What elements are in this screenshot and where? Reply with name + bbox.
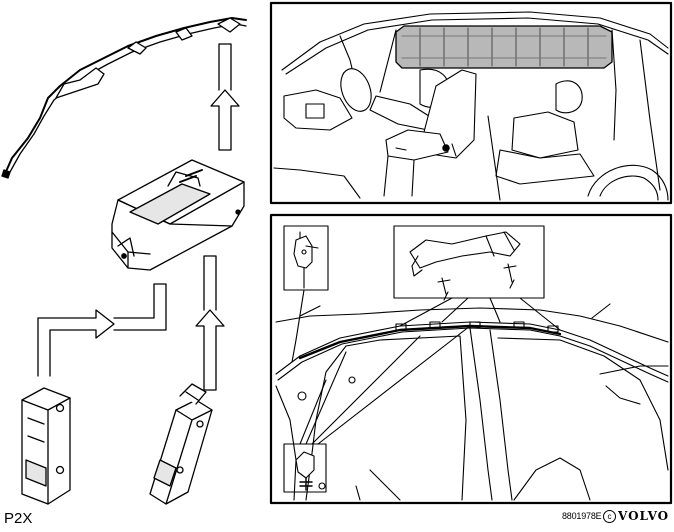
arrow-up-curtain xyxy=(210,89,240,151)
body-structure-drawing xyxy=(275,303,669,501)
callout-bolt xyxy=(283,325,471,493)
reference-number: 8801978E xyxy=(562,511,602,521)
roof-rail-curtain xyxy=(275,321,669,377)
panel-interior-view xyxy=(269,1,673,205)
curtain-airbag-deployed xyxy=(395,25,613,69)
inflatable-curtain-part xyxy=(1,17,247,179)
crash-sensor-right xyxy=(149,383,213,505)
callout-connector xyxy=(283,225,329,363)
crash-sensor-left xyxy=(21,387,71,505)
airbag-control-module xyxy=(111,159,245,271)
panel-installation-view xyxy=(269,213,673,505)
arrow-line-curtain xyxy=(218,43,232,91)
car-interior-drawing xyxy=(273,11,669,201)
copyright-mark: c xyxy=(603,510,616,523)
connector-line-left xyxy=(113,283,167,331)
volvo-logo: VOLVO xyxy=(618,509,670,523)
callout-clip-bolts xyxy=(393,225,561,331)
model-label: P2X xyxy=(4,510,33,527)
arrow-up-module xyxy=(195,309,225,391)
arrow-line-module xyxy=(203,255,217,311)
connector-arrow-left xyxy=(37,309,115,377)
